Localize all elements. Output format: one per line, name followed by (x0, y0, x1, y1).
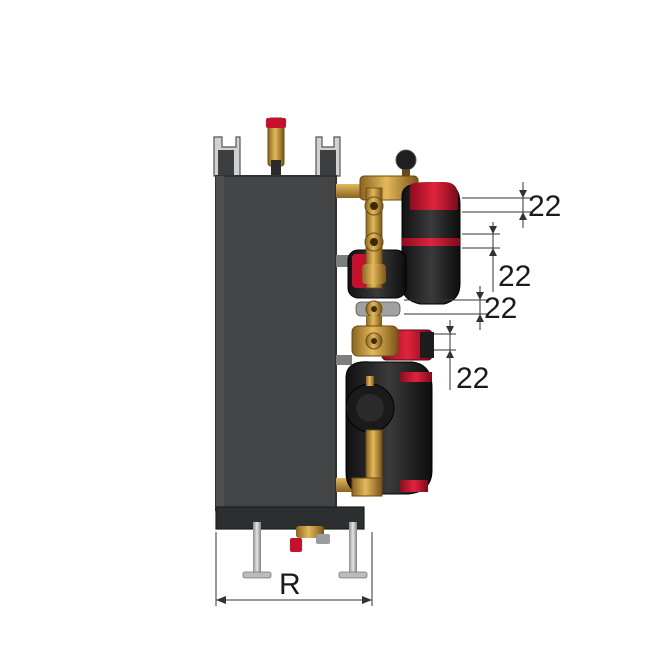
tank (213, 117, 368, 579)
pressure-gauge (395, 149, 417, 171)
drain-valve (290, 526, 330, 552)
base-width-label: R (279, 568, 301, 601)
gap-label-1: 22 (528, 190, 561, 223)
right-foot (349, 522, 357, 572)
upper-pump-group (347, 149, 461, 305)
left-foot (253, 522, 261, 572)
base-label-backdrop (274, 568, 308, 598)
gap-dimension-1 (462, 182, 532, 228)
middle-fittings (355, 300, 401, 330)
gap-dimension-3 (404, 286, 488, 330)
tank-base-plate (215, 506, 365, 530)
lower-pump-group (345, 325, 434, 497)
gap-dimension-2 (462, 222, 500, 292)
gap-label-3: 22 (484, 292, 517, 325)
tank-body (215, 175, 337, 511)
gap-label-2: 22 (498, 260, 531, 293)
gap-label-4: 22 (456, 362, 489, 395)
base-width-dimension (215, 532, 373, 606)
gap-dimension-4 (434, 320, 456, 390)
